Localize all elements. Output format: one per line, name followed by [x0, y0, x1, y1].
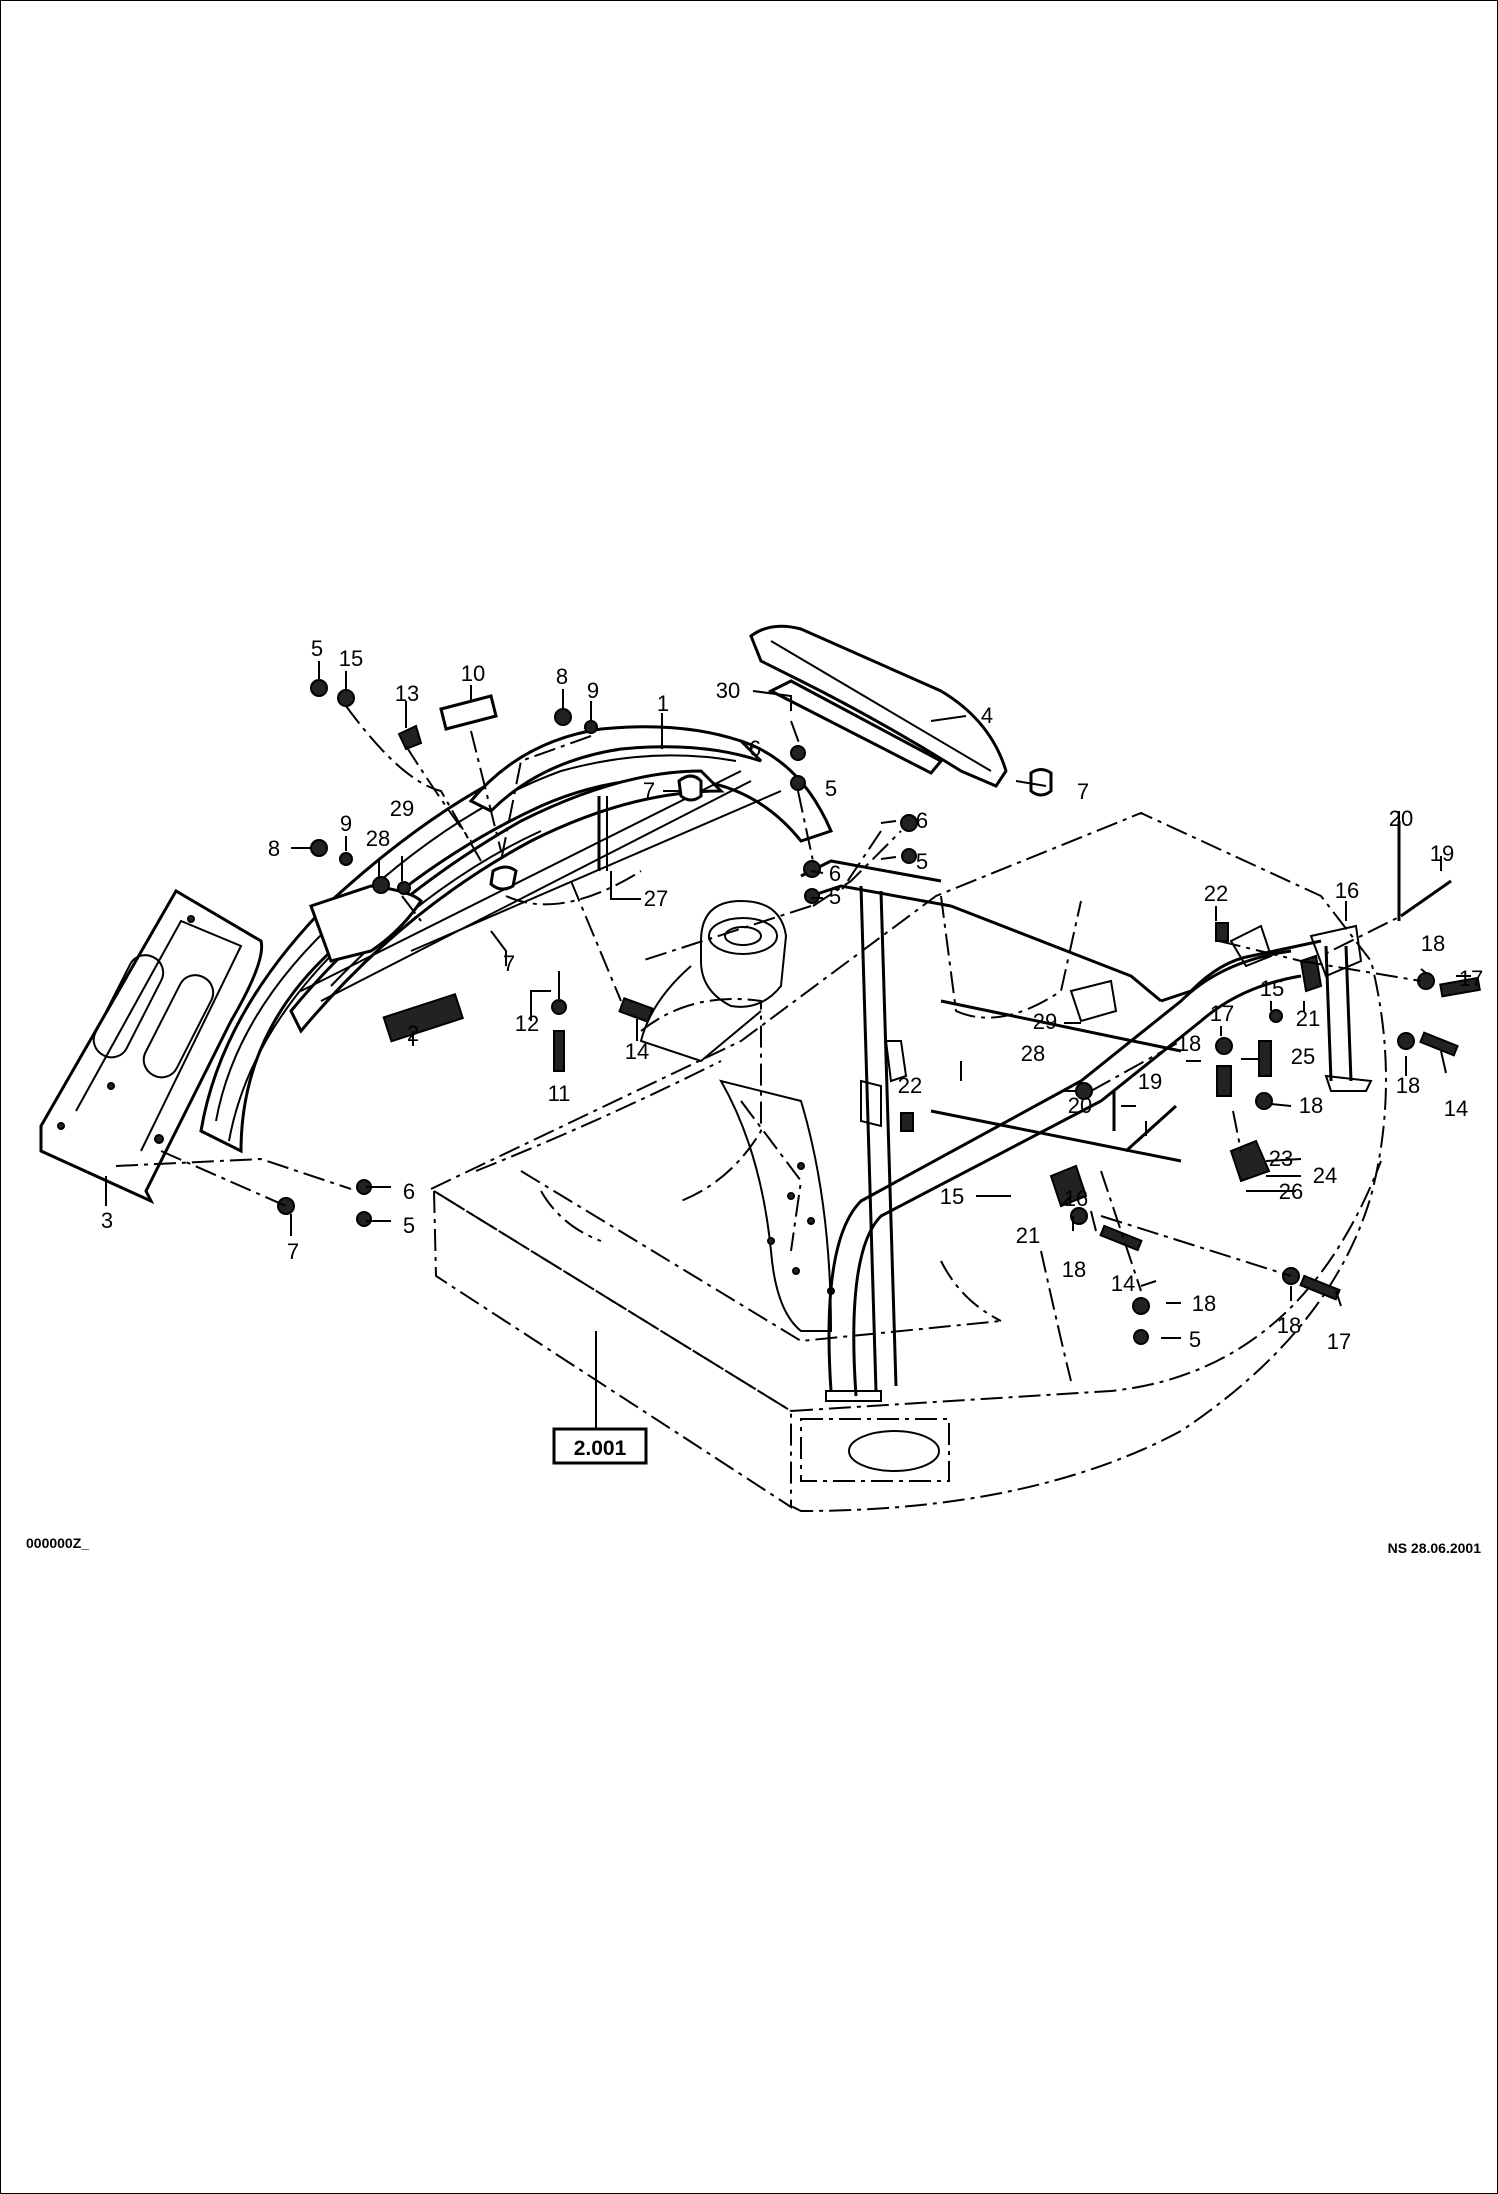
callout-c44: 22: [898, 1073, 922, 1098]
side-panel: [39, 888, 264, 1205]
callout-c18: 9: [340, 811, 352, 836]
callout-c50: 15: [940, 1184, 964, 1209]
callout-c41: 18: [1299, 1093, 1323, 1118]
callout-c61: 3: [101, 1208, 113, 1233]
callout-c60: 5: [403, 1213, 415, 1238]
callout-c43: 18: [1396, 1073, 1420, 1098]
rops-frame: [800, 859, 1373, 1402]
callout-c16: 6: [829, 861, 841, 886]
callout-c14: 6: [916, 808, 928, 833]
callout-c38: 17: [1210, 1001, 1234, 1026]
callout-c9: 4: [981, 703, 993, 728]
callout-c3: 13: [395, 681, 419, 706]
callout-c47: 23: [1269, 1146, 1293, 1171]
callout-c22: 27: [644, 886, 668, 911]
callout-c5: 8: [556, 664, 568, 689]
callout-c36: 29: [1033, 1009, 1057, 1034]
date-stamp: NS 28.06.2001: [1388, 1540, 1482, 1556]
callout-c46: 20: [1068, 1093, 1092, 1118]
callout-c2: 15: [339, 646, 363, 671]
callout-c32: 18: [1421, 931, 1445, 956]
callout-c57: 18: [1277, 1313, 1301, 1338]
callout-c59: 6: [403, 1179, 415, 1204]
callout-c30: 22: [1204, 881, 1228, 906]
callout-c17: 5: [829, 884, 841, 909]
svg-text:2.001: 2.001: [574, 1437, 627, 1460]
callout-c33: 17: [1459, 966, 1483, 991]
callout-c48: 24: [1313, 1163, 1337, 1188]
fasteners: [277, 679, 1481, 1345]
base-frame: [430, 811, 1387, 1513]
callout-c29: 19: [1430, 841, 1454, 866]
callout-c26: 11: [548, 1081, 571, 1106]
callout-c7: 1: [657, 691, 669, 716]
callout-c34: 15: [1260, 976, 1284, 1001]
callout-c31: 16: [1335, 878, 1359, 903]
callout-c53: 18: [1062, 1257, 1086, 1282]
callout-c19: 8: [268, 836, 280, 861]
callout-c51: 16: [1064, 1186, 1088, 1211]
reference-box-2001: 2.001: [552, 1427, 648, 1465]
callout-c21: 29: [390, 796, 414, 821]
callout-c39: 25: [1291, 1044, 1315, 1069]
hood-cover: [749, 624, 1053, 797]
callout-c11: 5: [825, 776, 837, 801]
callout-c4: 10: [461, 661, 485, 686]
callout-c12: 7: [643, 778, 655, 803]
callout-c58: 17: [1327, 1329, 1351, 1354]
callout-c8: 30: [716, 678, 740, 703]
callout-c20: 28: [366, 826, 390, 851]
callout-c56: 5: [1189, 1327, 1201, 1352]
callout-labels: 5 15 13 10 8 9 1 30 4 6 5 7 7 6 5 6 5 9 …: [101, 636, 1483, 1354]
callout-c62: 7: [287, 1239, 299, 1264]
callout-c35: 21: [1296, 1006, 1320, 1031]
callout-c23: 7: [503, 951, 515, 976]
callout-c54: 14: [1111, 1271, 1135, 1296]
callout-c52: 21: [1016, 1223, 1040, 1248]
callout-c6: 9: [587, 678, 599, 703]
callout-c13: 7: [1077, 779, 1089, 804]
callout-c45: 19: [1138, 1069, 1162, 1094]
callout-c25: 12: [515, 1011, 539, 1036]
callout-c15: 5: [916, 849, 928, 874]
callout-c1: 5: [311, 636, 323, 661]
callout-c37: 28: [1021, 1041, 1045, 1066]
fender-assembly: [199, 694, 834, 1154]
callout-c28: 20: [1389, 806, 1413, 831]
callout-c40: 18: [1177, 1031, 1201, 1056]
callout-c55: 18: [1192, 1291, 1216, 1316]
callout-c49: 26: [1279, 1179, 1303, 1204]
callout-c27: 14: [625, 1039, 649, 1064]
leader-lines: [105, 661, 1471, 1429]
callout-c42: 14: [1444, 1096, 1468, 1121]
callout-c24: 2: [407, 1021, 419, 1046]
document-code: 000000Z_: [26, 1535, 89, 1551]
callout-c10: 6: [749, 736, 761, 761]
